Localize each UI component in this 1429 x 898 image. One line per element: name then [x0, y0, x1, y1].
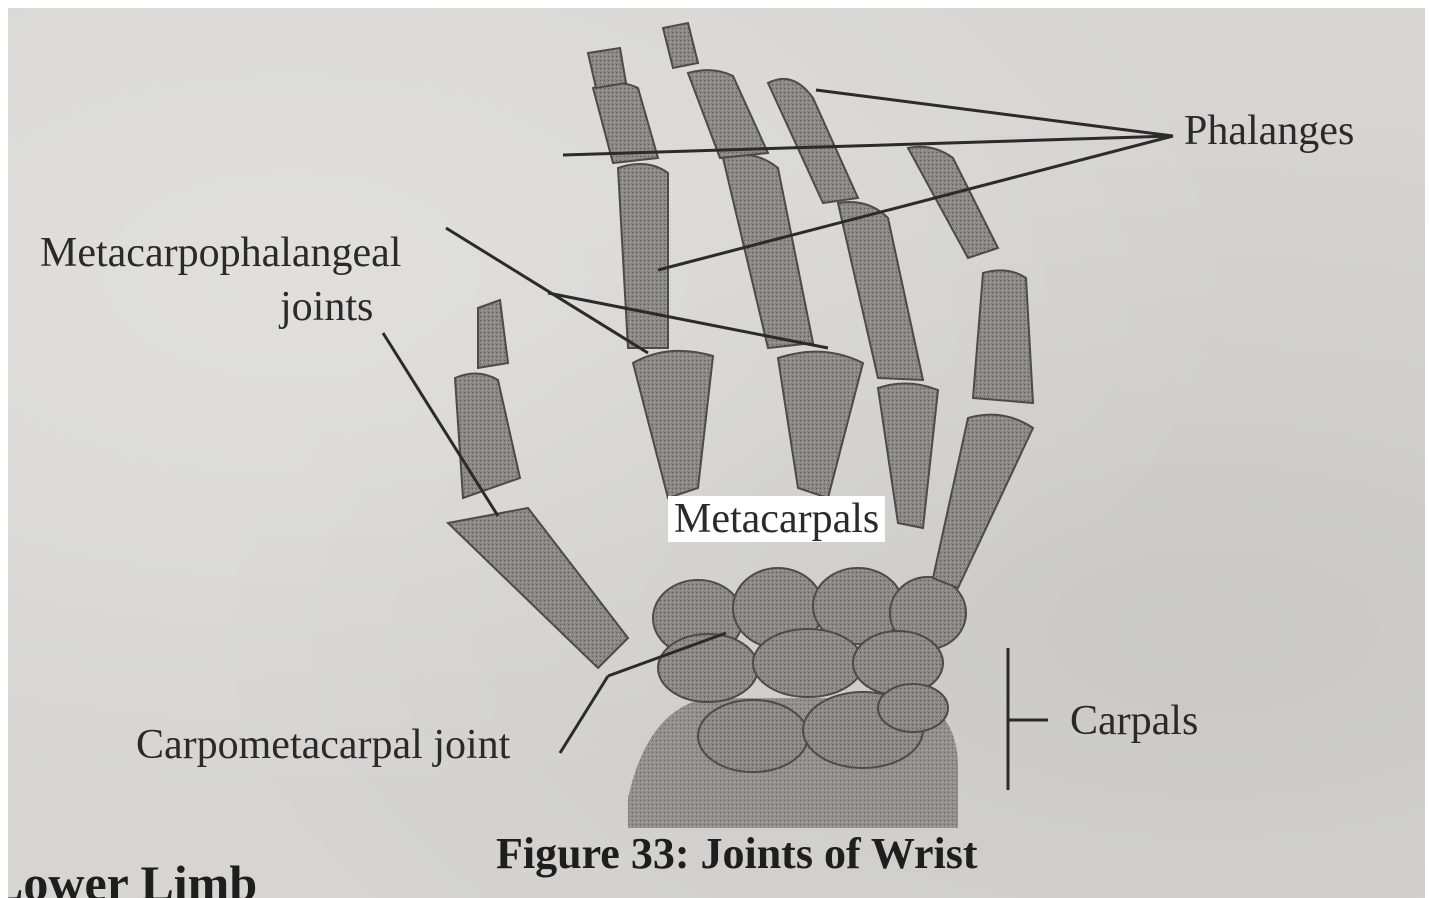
leader-line-phalanges: [816, 90, 1173, 136]
thumb-bones: [448, 300, 628, 668]
section-heading: Lower Limb: [8, 854, 257, 898]
label-metacarpophalangeal-joints: joints: [280, 286, 373, 328]
label-carpometacarpal-joint: Carpometacarpal joint: [136, 724, 510, 766]
label-carpals: Carpals: [1070, 700, 1198, 742]
leader-line-mcp: [446, 228, 648, 353]
leader-line-cmc: [560, 676, 608, 753]
figure-caption: Figure 33: Joints of Wrist: [496, 828, 978, 879]
label-metacarpophalangeal: Metacarpophalangeal: [40, 232, 401, 274]
printed-page: Phalanges Metacarpophalangeal joints Met…: [8, 8, 1425, 898]
label-phalanges: Phalanges: [1184, 110, 1354, 152]
carpal-bones: [653, 568, 966, 772]
label-metacarpals: Metacarpals: [668, 496, 885, 542]
